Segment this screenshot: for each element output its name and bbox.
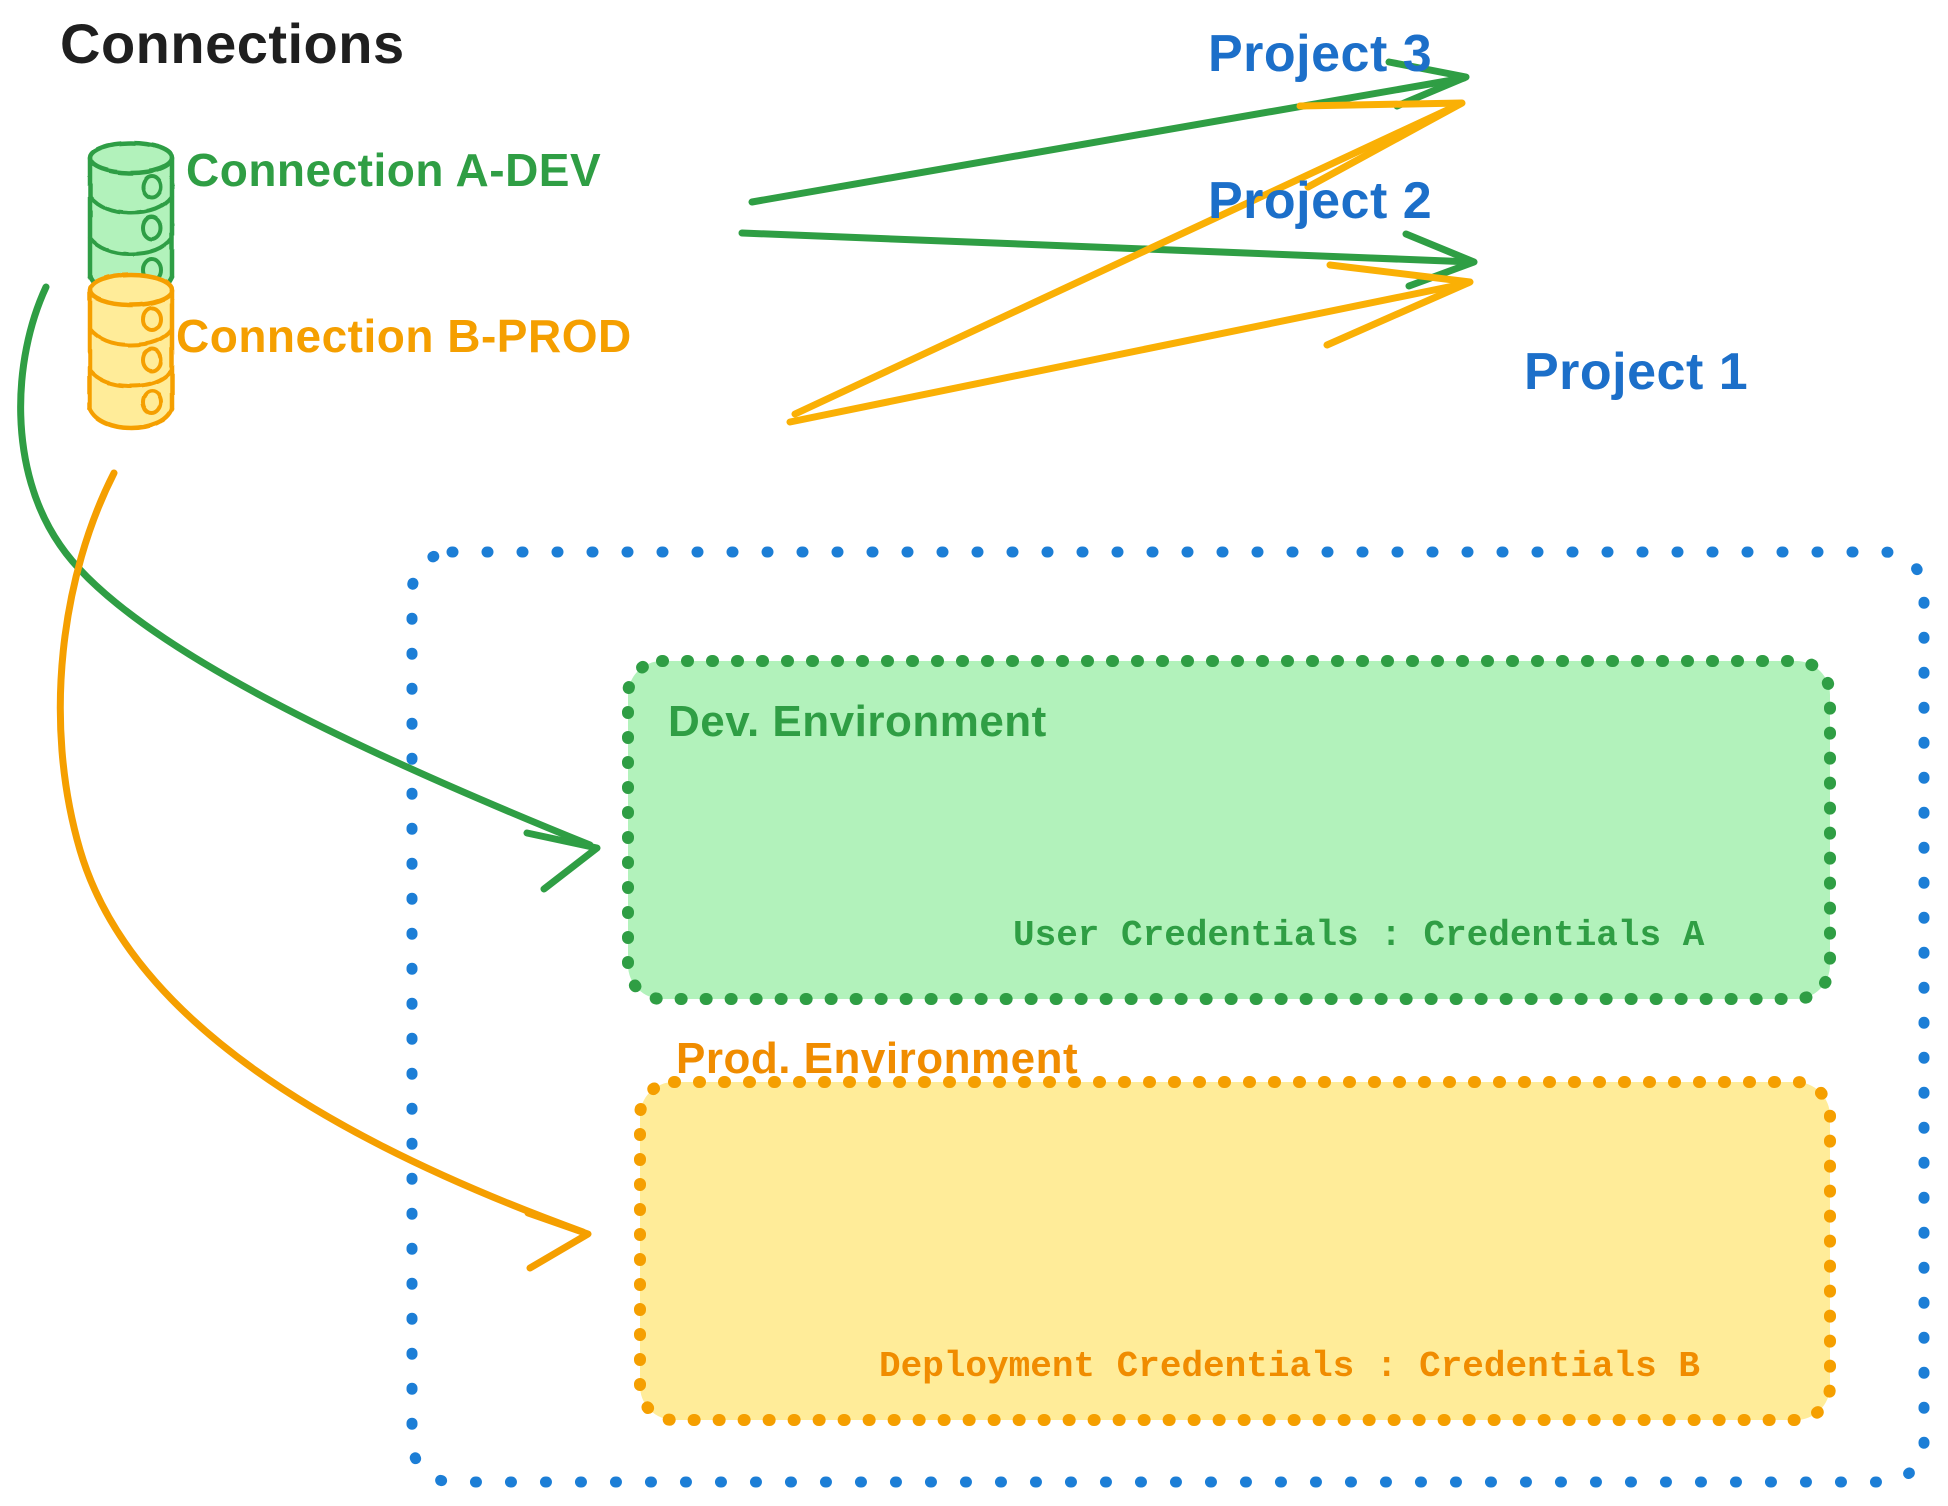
arrow-a-dev-to-project-3 (748, 58, 1470, 206)
database-cylinder-icon-green[interactable] (87, 140, 175, 299)
arrow-a-dev-to-project-2 (738, 229, 1478, 290)
arrow-a-dev-to-dev-environment (17, 283, 601, 893)
arrow-b-prod-to-project-3 (791, 99, 1466, 418)
arrow-b-prod-to-prod-environment (56, 469, 592, 1272)
page-title: Connections (60, 12, 405, 75)
dev-environment-box[interactable] (622, 655, 1836, 1005)
prod-environment-box[interactable] (634, 1076, 1836, 1426)
project-2-label[interactable]: Project 2 (1208, 172, 1433, 230)
dev-environment-title: Dev. Environment (668, 697, 1047, 746)
project-3-label[interactable]: Project 3 (1208, 25, 1433, 83)
database-cylinder-icon-orange[interactable] (87, 272, 175, 431)
connection-b-prod-label[interactable]: Connection B-PROD (176, 310, 632, 362)
dev-environment-credentials: User Credentials : Credentials A (1013, 915, 1705, 956)
prod-environment-credentials: Deployment Credentials : Credentials B (879, 1346, 1700, 1387)
connection-a-dev-label[interactable]: Connection A-DEV (186, 144, 602, 196)
project-1-label[interactable]: Project 1 (1524, 343, 1749, 401)
arrow-b-prod-to-project-2 (786, 261, 1474, 426)
prod-environment-title: Prod. Environment (676, 1034, 1079, 1083)
project-1-container-border (406, 546, 1930, 1488)
